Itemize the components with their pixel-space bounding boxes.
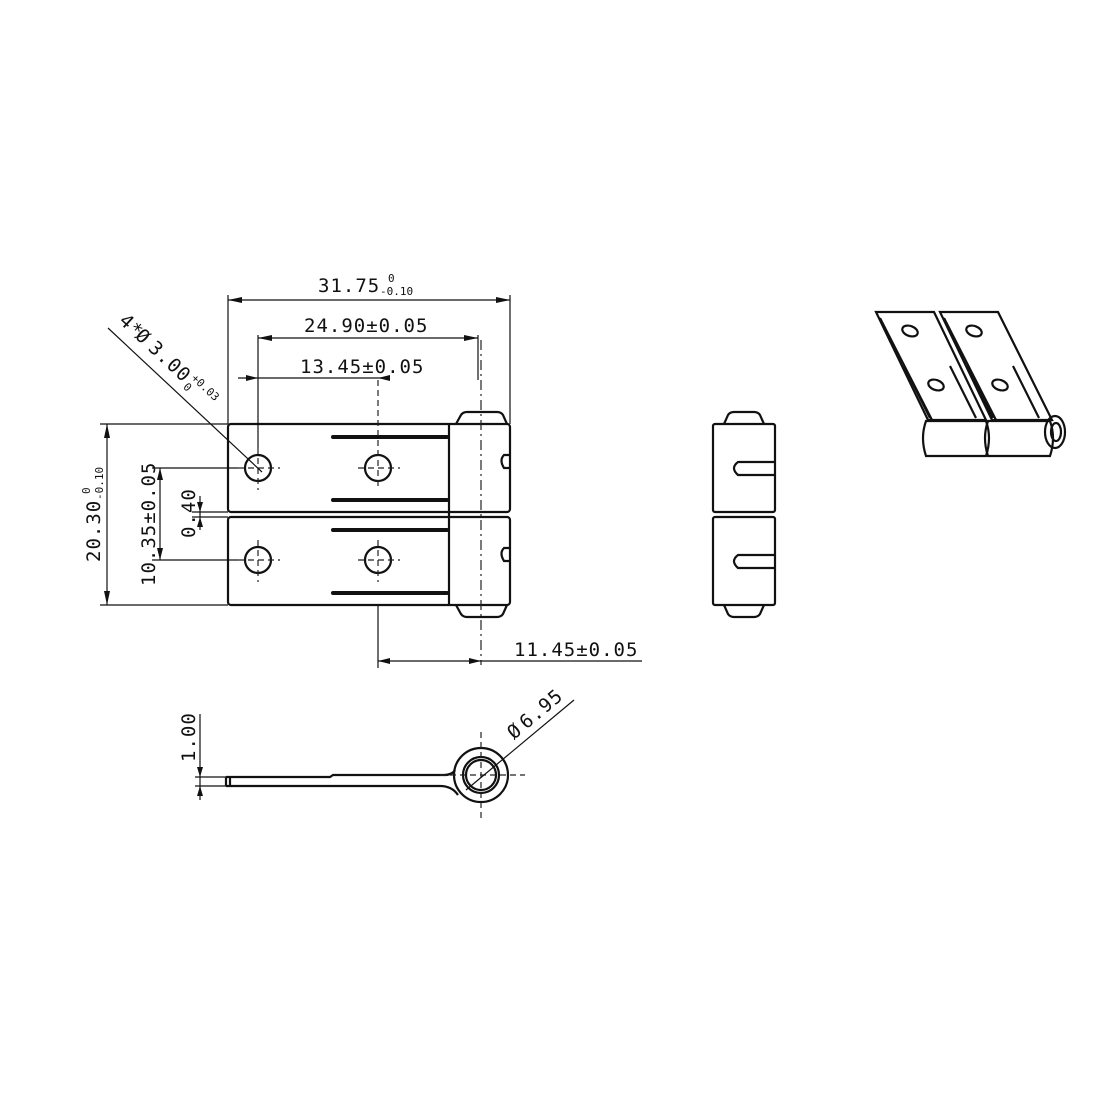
dim-knuckle-diameter: Ø 6.95: [503, 685, 568, 744]
knuckle-diameter-value: 6.95: [515, 685, 567, 734]
side-view: [711, 410, 777, 619]
dim-overall-width-tol-upper: 0: [388, 272, 395, 285]
hole-callout-value: 3.00: [144, 337, 195, 387]
dim-gap: 0.40: [178, 488, 203, 538]
bottom-section-view: 1.00 Ø 6.95: [178, 685, 575, 820]
dim-pin-offset: 11.45±0.05: [378, 639, 642, 664]
dim-gap-value: 0.40: [178, 488, 200, 538]
dim-hole-offset-value: 13.45±0.05: [300, 356, 424, 378]
dim-overall-height: 20.30 0 -0.10: [80, 424, 110, 605]
dim-hole-offset: 13.45±0.05: [238, 356, 424, 381]
front-view: [100, 295, 512, 668]
dim-overall-width: 31.75 0 -0.10: [228, 272, 510, 303]
dim-hole-span: 24.90±0.05: [258, 315, 479, 380]
dim-hole-callout: 4* Ø 3.00 +0.03 0: [107, 310, 263, 473]
dim-hole-pitch-vertical: 10.35±0.05: [138, 462, 163, 586]
isometric-view: [874, 310, 1067, 458]
dim-thickness-value: 1.00: [178, 712, 200, 762]
hole-callout-tol-upper: +0.03: [189, 372, 222, 404]
dim-overall-width-tol-lower: -0.10: [380, 285, 413, 298]
dim-overall-height-tol-lower: -0.10: [93, 467, 106, 500]
dim-hole-span-value: 24.90±0.05: [304, 315, 428, 337]
dim-pin-offset-value: 11.45±0.05: [514, 639, 638, 661]
dim-hole-pitch-value: 10.35±0.05: [138, 462, 160, 586]
dim-overall-height-tol-upper: 0: [80, 487, 93, 494]
dim-thickness: 1.00: [178, 712, 200, 762]
dim-overall-width-value: 31.75: [318, 275, 380, 297]
dim-overall-height-value: 20.30: [83, 500, 105, 562]
